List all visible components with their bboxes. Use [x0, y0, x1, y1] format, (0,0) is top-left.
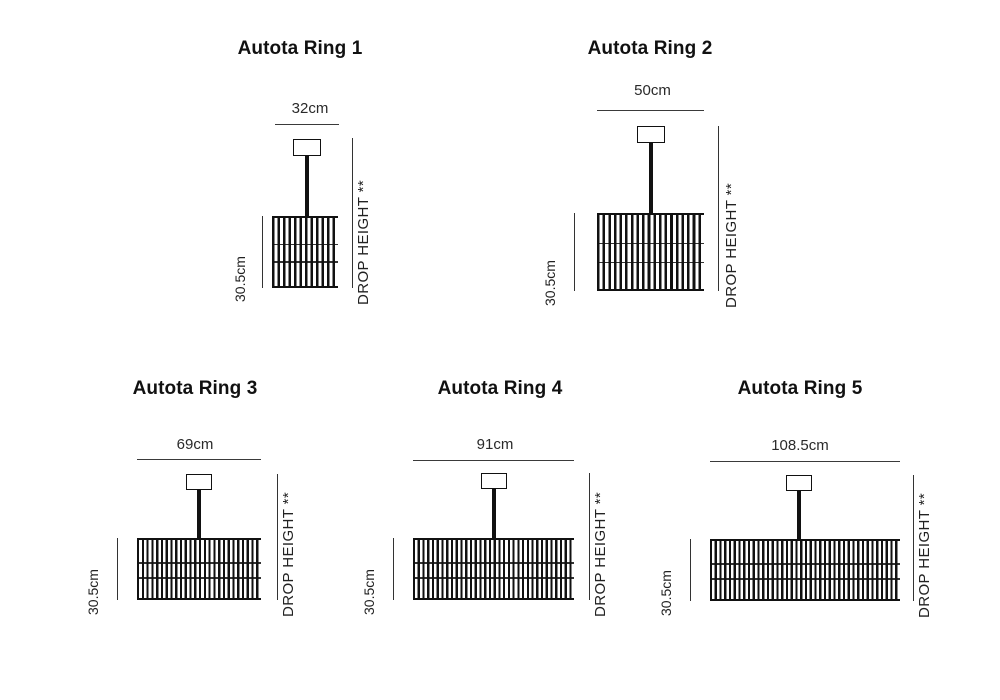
- figure-autota-ring-4: Autota Ring 4 91cm 30.5cm DROP HEIGHT **: [361, 378, 609, 618]
- height-dimension-label: 30.5cm: [542, 260, 558, 306]
- drop-height-rule: [277, 474, 278, 600]
- figure-autota-ring-1: Autota Ring 1 32cm 30.5cm DROP HEIGHT **: [200, 38, 400, 313]
- suspension-stem: [797, 491, 801, 539]
- width-dimension-line: [275, 124, 339, 125]
- shade-inner-ring: [413, 562, 574, 564]
- height-dimension-label: 30.5cm: [361, 569, 377, 615]
- lamp-shade: [137, 538, 261, 600]
- suspension-stem: [649, 143, 653, 213]
- height-dimension-rule: [574, 213, 575, 291]
- shade-inner-ring: [413, 577, 574, 579]
- height-dimension-label: 30.5cm: [232, 256, 248, 302]
- suspension-stem: [305, 156, 309, 216]
- lamp-shade: [710, 539, 900, 601]
- drop-height-label: DROP HEIGHT **: [592, 491, 609, 617]
- suspension-stem: [492, 489, 496, 538]
- figure-autota-ring-5: Autota Ring 5 108.5cm 30.5cm DROP HEIGHT **: [658, 378, 933, 618]
- shade-inner-ring: [597, 243, 704, 245]
- figure-autota-ring-3: Autota Ring 3 69cm 30.5cm DROP HEIGHT **: [85, 378, 297, 618]
- shade-slats: [710, 541, 900, 599]
- width-dimension-label: 91cm: [476, 436, 514, 453]
- drop-height-rule: [718, 126, 719, 291]
- width-dimension-line: [413, 460, 574, 461]
- shade-slats: [413, 540, 574, 598]
- shade-slats: [137, 540, 261, 598]
- ceiling-canopy: [481, 473, 507, 489]
- drop-height-label: DROP HEIGHT **: [916, 492, 933, 618]
- lamp-shade: [413, 538, 574, 600]
- width-dimension-label: 50cm: [634, 82, 671, 99]
- width-dimension-line: [597, 110, 704, 111]
- figure-title: Autota Ring 5: [737, 378, 863, 399]
- figure-title: Autota Ring 1: [237, 38, 363, 59]
- width-dimension-line: [710, 461, 900, 462]
- shade-inner-ring: [710, 578, 900, 580]
- lamp-shade: [597, 213, 704, 291]
- ceiling-canopy: [293, 139, 321, 156]
- width-dimension-label: 108.5cm: [771, 437, 829, 454]
- width-dimension-label: 32cm: [291, 100, 329, 117]
- shade-inner-ring: [710, 563, 900, 565]
- ceiling-canopy: [186, 474, 212, 490]
- suspension-stem: [197, 490, 201, 538]
- shade-inner-ring: [272, 261, 338, 263]
- shade-inner-ring: [597, 261, 704, 264]
- figure-title: Autota Ring 2: [587, 38, 713, 59]
- drop-height-label: DROP HEIGHT **: [355, 179, 372, 305]
- drop-height-label: DROP HEIGHT **: [280, 491, 297, 617]
- figure-autota-ring-2: Autota Ring 2 50cm 30.5cm DROP HEIGHT **: [542, 38, 755, 313]
- drop-height-rule: [589, 473, 590, 600]
- ceiling-canopy: [637, 126, 665, 143]
- drop-height-rule: [913, 475, 914, 601]
- height-dimension-rule: [690, 539, 691, 601]
- drop-height-rule: [352, 138, 353, 288]
- figure-title: Autota Ring 3: [132, 378, 258, 399]
- shade-slats: [272, 218, 338, 286]
- shade-inner-ring: [272, 243, 338, 246]
- ceiling-canopy: [786, 475, 812, 491]
- height-dimension-rule: [393, 538, 394, 600]
- width-dimension-label: 69cm: [176, 436, 214, 453]
- shade-inner-ring: [137, 577, 261, 579]
- height-dimension-label: 30.5cm: [658, 570, 674, 616]
- height-dimension-rule: [117, 538, 118, 600]
- drop-height-label: DROP HEIGHT **: [723, 182, 740, 308]
- lamp-shade: [272, 216, 338, 288]
- shade-slats: [597, 215, 704, 289]
- width-dimension-line: [137, 459, 261, 460]
- shade-inner-ring: [137, 562, 261, 564]
- height-dimension-rule: [262, 216, 263, 288]
- height-dimension-label: 30.5cm: [85, 569, 101, 615]
- figure-title: Autota Ring 4: [437, 378, 563, 399]
